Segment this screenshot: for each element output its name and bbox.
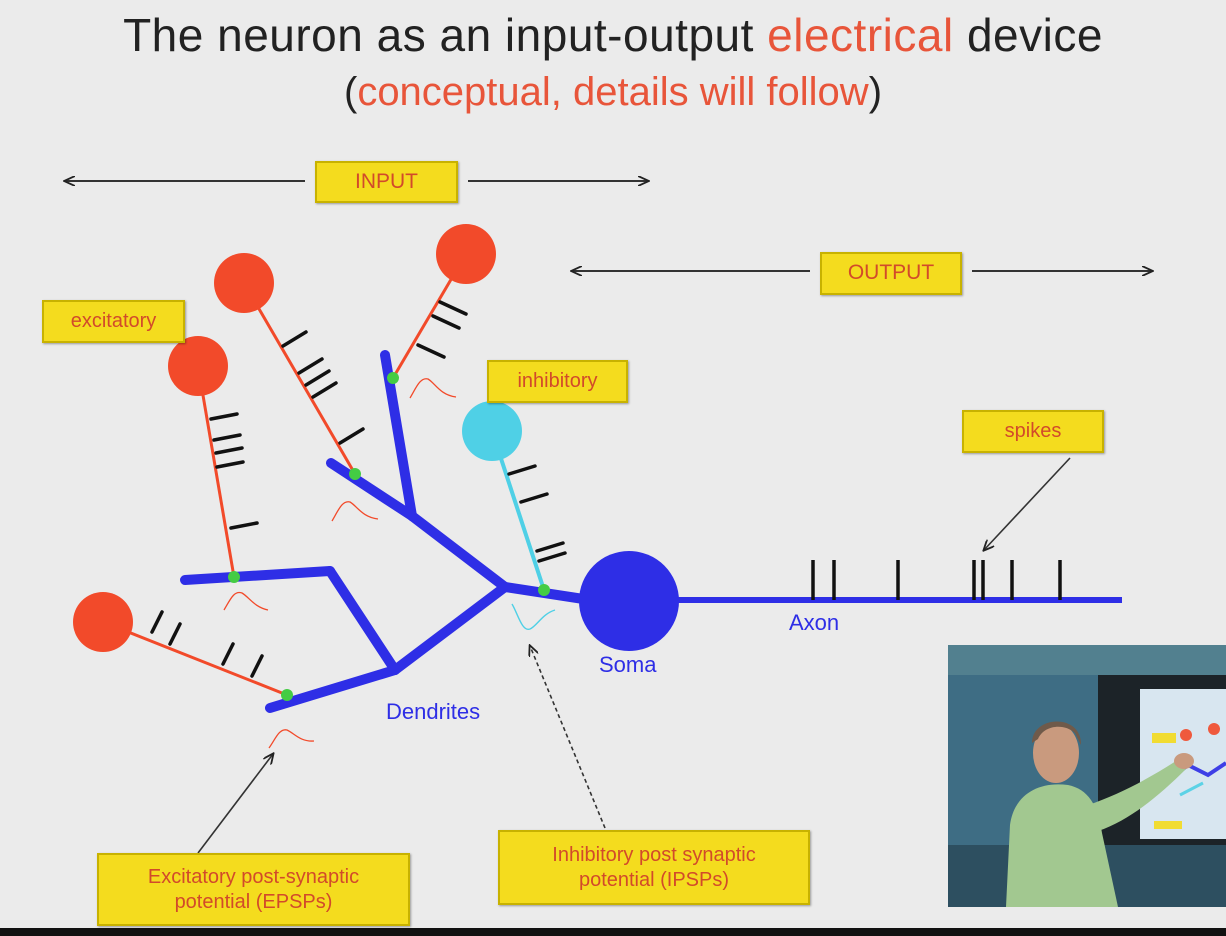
lecturer-video-inset <box>948 645 1226 907</box>
spikes-pointer-arrow <box>984 457 1071 550</box>
soma-label: Soma <box>599 652 657 677</box>
epsp-traces <box>223 378 457 749</box>
excitatory-neuron-1 <box>73 592 288 697</box>
excitatory-neuron-4 <box>391 224 496 379</box>
subtitle-open: ( <box>343 70 358 114</box>
spikes-label: spikes <box>962 410 1104 453</box>
excitatory-neuron-2 <box>168 336 259 578</box>
slide-subtitle: (conceptual, details will follow) <box>0 70 1226 115</box>
ipsp-trace <box>511 603 556 630</box>
title-part-2: device <box>953 9 1103 61</box>
axon-label: Axon <box>789 610 840 635</box>
ipsp-pointer-arrow <box>530 646 606 829</box>
subtitle-highlight: conceptual, details will follow <box>357 70 869 114</box>
title-part-1: The neuron as an input-output <box>123 9 768 61</box>
input-label: INPUT <box>315 161 458 203</box>
bottom-bar <box>0 928 1226 936</box>
epsp-pointer-arrow <box>197 754 273 854</box>
excitatory-neuron-3 <box>214 253 365 475</box>
output-label: OUTPUT <box>820 252 962 295</box>
synapse-dots <box>228 372 550 701</box>
soma <box>579 551 679 651</box>
dendrite-tree <box>180 350 595 713</box>
dendrites-label: Dendrites <box>386 699 481 724</box>
slide-title: The neuron as an input-output electrical… <box>0 8 1226 62</box>
inhibitory-label: inhibitory <box>487 360 628 403</box>
lecturer-video-image <box>948 645 1226 907</box>
spikes <box>811 560 1062 600</box>
title-highlight: electrical <box>767 9 954 61</box>
inhibitory-neuron <box>462 401 567 591</box>
subtitle-close: ) <box>868 70 883 114</box>
epsp-label: Excitatory post-synaptic potential (EPSP… <box>97 853 410 926</box>
ipsp-label: Inhibitory post synaptic potential (IPSP… <box>498 830 810 905</box>
excitatory-label: excitatory <box>42 300 185 343</box>
